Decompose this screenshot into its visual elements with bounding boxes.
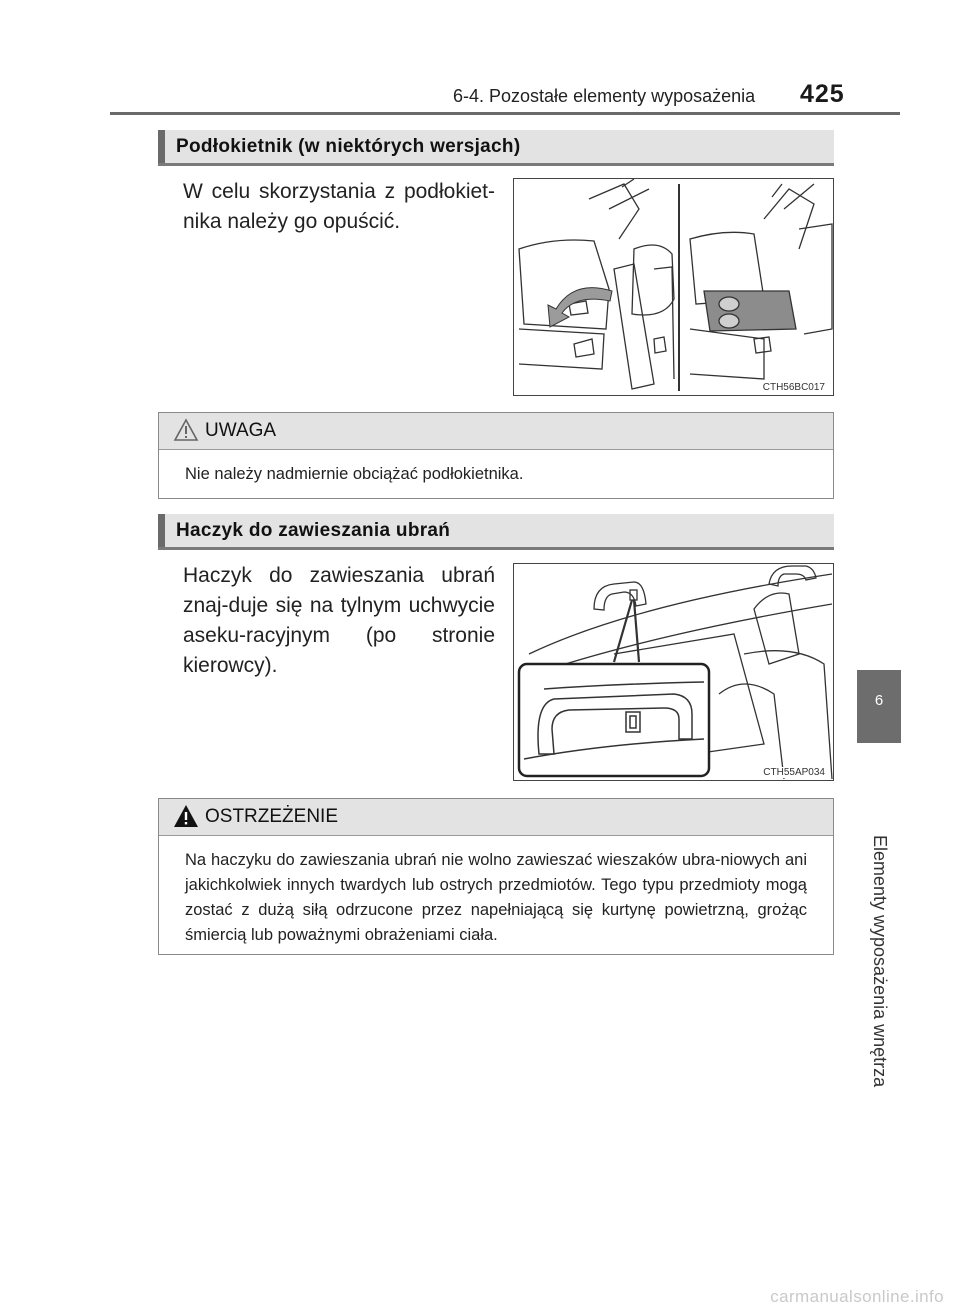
warning-header: OSTRZEŻENIE (159, 799, 833, 836)
chapter-tab: 6 (857, 670, 901, 743)
notice-box: UWAGA Nie należy nadmiernie obciążać pod… (158, 412, 834, 499)
page-number: 425 (800, 80, 845, 108)
clothes-hook-illustration: CTH55AP034 (513, 563, 834, 781)
warning-box: OSTRZEŻENIE Na haczyku do zawieszania ub… (158, 798, 834, 955)
section-heading-marker (158, 130, 165, 163)
running-header-section: 6-4. Pozostałe elementy wyposażenia (453, 86, 756, 106)
section-title: Haczyk do zawieszania ubrań (176, 520, 451, 541)
chapter-number: 6 (874, 692, 884, 709)
notice-header: UWAGA (159, 413, 833, 450)
notice-label: UWAGA (205, 420, 277, 441)
armrest-illustration: CTH56BC017 (513, 178, 834, 396)
warning-triangle-filled-icon (174, 805, 198, 827)
clothes-hook-drawing (517, 565, 833, 780)
warning-triangle-outline-icon (173, 418, 199, 441)
section-heading-marker (158, 514, 165, 547)
figure-code: CTH56BC017 (760, 382, 827, 393)
section-heading-clothes-hook: Haczyk do zawieszania ubrań (158, 514, 834, 550)
figure-code: CTH55AP034 (761, 767, 827, 778)
notice-text: Nie należy nadmiernie obciążać podłokiet… (185, 465, 524, 483)
chapter-title: Elementy wyposażenia wnętrza (870, 835, 890, 1088)
header-rule (110, 112, 900, 115)
section-title: Podłokietnik (w niektórych wersjach) (176, 136, 521, 157)
warning-text: Na haczyku do zawieszania ubrań nie woln… (185, 851, 807, 944)
armrest-drawing (518, 178, 833, 391)
armrest-instruction-text: W celu skorzystania z podłokiet-nika nal… (183, 180, 495, 233)
clothes-hook-description-text: Haczyk do zawieszania ubrań znaj-duje si… (183, 564, 495, 677)
warning-label: OSTRZEŻENIE (205, 806, 339, 827)
watermark: carmanualsonline.info (770, 1287, 944, 1306)
section-heading-armrest: Podłokietnik (w niektórych wersjach) (158, 130, 834, 166)
